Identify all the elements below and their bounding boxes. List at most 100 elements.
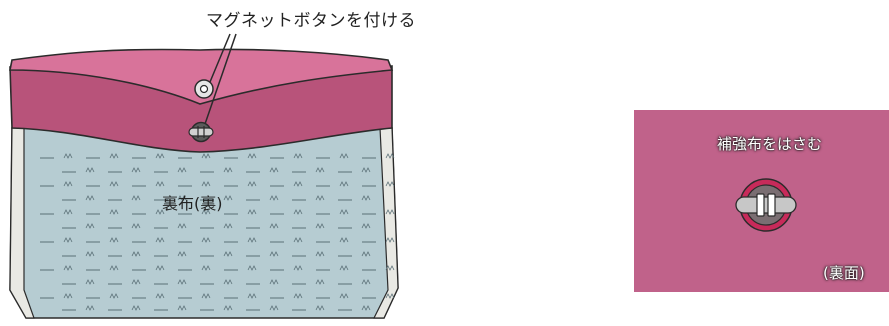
texture-mark <box>339 265 349 271</box>
texture-mark <box>85 305 95 311</box>
texture-mark <box>155 209 165 215</box>
texture-mark <box>361 279 371 285</box>
texture-mark <box>63 153 73 159</box>
texture-mark <box>247 293 257 299</box>
texture-mark <box>177 195 187 201</box>
texture-mark <box>339 237 349 243</box>
texture-mark <box>201 181 211 187</box>
outer-band-top <box>9 48 394 105</box>
texture-mark <box>63 209 73 215</box>
texture-mark <box>109 209 119 215</box>
texture-mark <box>201 237 211 243</box>
magnet-button-male-icon <box>188 121 214 143</box>
pouch-illustration <box>9 33 399 319</box>
texture-mark <box>223 167 233 173</box>
texture-mark <box>155 237 165 243</box>
texture-mark <box>155 293 165 299</box>
texture-mark <box>223 195 233 201</box>
lining-texture <box>40 153 395 311</box>
texture-mark <box>385 181 395 187</box>
texture-mark <box>63 181 73 187</box>
texture-mark <box>85 167 95 173</box>
texture-mark <box>361 305 371 311</box>
texture-mark <box>85 223 95 229</box>
texture-mark <box>63 237 73 243</box>
texture-mark <box>131 305 141 311</box>
texture-mark <box>339 153 349 159</box>
texture-mark <box>293 181 303 187</box>
texture-mark <box>109 293 119 299</box>
texture-mark <box>361 167 371 173</box>
texture-mark <box>177 251 187 257</box>
texture-mark <box>85 279 95 285</box>
texture-mark <box>385 293 395 299</box>
texture-mark <box>339 181 349 187</box>
texture-mark <box>293 209 303 215</box>
texture-mark <box>315 305 325 311</box>
texture-mark <box>385 265 395 271</box>
texture-mark <box>109 181 119 187</box>
texture-mark <box>361 223 371 229</box>
texture-mark <box>177 223 187 229</box>
texture-mark <box>339 209 349 215</box>
texture-mark <box>201 265 211 271</box>
texture-mark <box>63 265 73 271</box>
magnet-button-female-icon <box>194 79 214 99</box>
texture-mark <box>315 223 325 229</box>
texture-mark <box>269 167 279 173</box>
texture-mark <box>293 237 303 243</box>
texture-mark <box>109 237 119 243</box>
texture-mark <box>361 195 371 201</box>
back-side-label: (裏面) <box>823 264 865 282</box>
leader-lines <box>204 33 237 125</box>
texture-mark <box>109 265 119 271</box>
texture-mark <box>247 237 257 243</box>
texture-mark <box>247 209 257 215</box>
texture-mark <box>131 195 141 201</box>
lining-label: 裏布(裏) <box>162 194 223 213</box>
texture-mark <box>315 279 325 285</box>
texture-mark <box>385 209 395 215</box>
texture-mark <box>247 153 257 159</box>
texture-mark <box>223 279 233 285</box>
texture-mark <box>385 237 395 243</box>
texture-mark <box>201 153 211 159</box>
texture-mark <box>361 251 371 257</box>
texture-mark <box>315 167 325 173</box>
texture-mark <box>109 153 119 159</box>
texture-mark <box>247 265 257 271</box>
texture-mark <box>131 167 141 173</box>
texture-mark <box>155 265 165 271</box>
texture-mark <box>247 181 257 187</box>
detail-panel <box>634 110 889 292</box>
texture-mark <box>293 293 303 299</box>
texture-mark <box>269 279 279 285</box>
reinforcement-label: 補強布をはさむ <box>717 135 823 153</box>
texture-mark <box>63 293 73 299</box>
texture-mark <box>131 251 141 257</box>
texture-mark <box>339 293 349 299</box>
texture-mark <box>177 279 187 285</box>
texture-mark <box>315 251 325 257</box>
texture-mark <box>201 209 211 215</box>
texture-mark <box>201 293 211 299</box>
texture-mark <box>155 153 165 159</box>
texture-mark <box>155 181 165 187</box>
texture-mark <box>223 251 233 257</box>
texture-mark <box>269 305 279 311</box>
texture-mark <box>385 153 395 159</box>
texture-mark <box>293 265 303 271</box>
texture-mark <box>293 153 303 159</box>
texture-mark <box>131 223 141 229</box>
texture-mark <box>131 279 141 285</box>
texture-mark <box>223 223 233 229</box>
texture-mark <box>85 251 95 257</box>
magnet-prongs-icon <box>735 193 797 217</box>
texture-mark <box>269 195 279 201</box>
texture-mark <box>223 305 233 311</box>
texture-mark <box>177 167 187 173</box>
lining-panel <box>9 127 399 319</box>
texture-mark <box>269 251 279 257</box>
